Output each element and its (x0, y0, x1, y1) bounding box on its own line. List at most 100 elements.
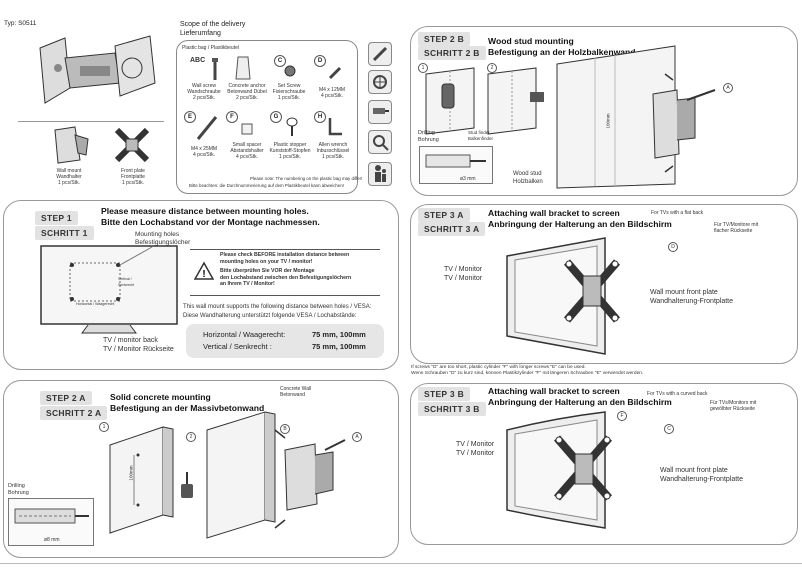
vesa-info: This wall mount supports the following d… (183, 304, 372, 319)
step-2a-title: Solid concrete mounting Befestigung an d… (110, 392, 265, 413)
bottom-rule (0, 563, 802, 564)
part-d-letter: D (314, 55, 326, 67)
concrete-wall-label: Concrete Wall Betonwand (280, 386, 312, 398)
step-3a-marker-d: D (668, 242, 678, 252)
step-2b-drill-detail (419, 146, 493, 184)
step-3a-tv-label: TV / Monitor TV / Monitor (444, 266, 483, 282)
step-2a-marker-1: 1 (99, 422, 109, 432)
bag-label: Plastic bag / Plastikbeutel (182, 45, 239, 51)
step-2b-title: Wood stud mounting Befestigung an der Ho… (488, 36, 636, 57)
mounting-holes-label: Mounting holes Befestigungslöcher (135, 231, 191, 246)
m4-12-screw-icon (328, 66, 342, 80)
step-2a-drill-detail (8, 498, 94, 546)
step-2b-tag: STEP 2 B (418, 32, 471, 46)
part-d-qty: 4 pcs/Stk. (321, 93, 343, 99)
part-e-letter: E (184, 111, 196, 123)
screws-note: If screws "D" are too short, plastic cyl… (411, 365, 644, 376)
stud-finder-drawing (425, 67, 475, 135)
part-c-de: Fixierschraube (272, 89, 306, 95)
set-screw-icon (284, 65, 296, 77)
screwdriver-tool-icon (368, 70, 392, 94)
curved-tv-drawing (506, 411, 613, 529)
vesa-vertical-label: Vertical / Senkrecht : (203, 342, 272, 351)
vesa-vertical-value: 75 mm, 100mm (312, 342, 366, 351)
step-3b-marker-c: C (664, 424, 674, 434)
concrete-wall-drawing-1 (109, 426, 174, 534)
wood-stud-drill-drawing (487, 67, 544, 135)
front-plate-de: Frontplatte (121, 174, 145, 180)
vertical-label: Vertical / Senkrecht (118, 277, 135, 287)
part-b-name: Concrete anchor (228, 83, 266, 89)
part-a-name: Wall screw (192, 83, 216, 89)
step-2b-marker-a: A (723, 83, 733, 93)
scope-note-2: Bitte beachten: die Durchnummerierung au… (189, 183, 344, 188)
drill-tool-icon (368, 100, 392, 124)
part-h-de: Inbusschlüssel (316, 148, 350, 154)
flat-tv-drawing (506, 237, 621, 355)
wood-stud-label: Wood stud Holzbalken (513, 171, 543, 185)
step-3b-note: For TVs with a curved back (647, 391, 708, 397)
part-d-name: M4 x 12MM (318, 87, 346, 93)
part-f-letter: F (226, 111, 238, 123)
small-spacer-icon (241, 123, 253, 135)
part-f-name: Small spacer (232, 142, 262, 148)
concrete-wall-drawing-2 (206, 411, 346, 539)
type-label: Typ: S0511 (4, 20, 37, 27)
part-g-de: Kunststoff-Stopfen (269, 148, 311, 154)
front-plate-icon (114, 127, 150, 163)
step-3a-tag: STEP 3 A (418, 208, 470, 222)
allen-wrench-icon (328, 118, 342, 136)
wall-mount-name: Wall mount (56, 168, 82, 174)
step-2a-drill-size: ø8 mm (44, 537, 60, 543)
step-2a-marker-2: 2 (186, 432, 196, 442)
part-f-qty: 4 pcs/Stk. (236, 154, 258, 160)
step-3b-tag-de: SCHRITT 3 B (418, 402, 486, 416)
step-1-tag: STEP 1 (35, 211, 78, 225)
wall-screw-icon (212, 58, 218, 80)
step-2b-marker-1: 1 (418, 63, 428, 73)
step-3a-tag-de: SCHRITT 3 A (418, 222, 486, 236)
warning-text: Please check BEFORE installation distanc… (220, 252, 352, 287)
part-b-de: Betonwand Dübel (227, 89, 267, 95)
wall-mount-qty: 1 pcs/Stk. (58, 180, 80, 186)
concrete-anchor-icon (235, 56, 251, 80)
step-2b-drill-size: ø3 mm (460, 176, 476, 182)
part-a-de: Wandschraube (187, 89, 221, 95)
step-2b-tag-de: SCHRITT 2 B (418, 46, 486, 60)
part-f-de: Abstandshalter (230, 148, 264, 154)
vesa-table (186, 324, 384, 358)
parts-box (176, 40, 358, 194)
step-3b-title: Attaching wall bracket to screen Anbring… (488, 386, 672, 407)
wood-stud-wall-drawing (556, 45, 716, 189)
step-2b-marker-2: 2 (487, 63, 497, 73)
step-2a-tag-de: SCHRITT 2 A (40, 406, 108, 420)
wall-bracket-icon (54, 126, 89, 164)
tv-back-drawing (40, 245, 178, 334)
step-3b-tv-label: TV / Monitor TV / Monitor (456, 441, 495, 457)
plastic-stopper-icon (286, 117, 298, 136)
step-3a-note: For TVs with a flat back (651, 210, 704, 216)
part-c-letter: C (274, 55, 286, 67)
step-3a-title: Attaching wall bracket to screen Anbring… (488, 208, 672, 229)
stud-finder-label: Stud finder Balkenfinder (468, 130, 494, 141)
step-2a-marker-b: B (280, 424, 290, 434)
part-h-letter: H (314, 111, 326, 123)
step-2b-drilling: Drilling Bohrung (418, 130, 439, 143)
part-e-qty: 4 pcs/Stk. (193, 152, 215, 158)
scope-title: Scope of the delivery Lieferumfang (180, 21, 246, 37)
wrench-tool-icon (368, 42, 392, 66)
part-e-name: M4 x 25MM (190, 146, 218, 152)
step-2a-drilling: Drilling Bohrung (8, 483, 29, 496)
step-2b-dim: 100mm (605, 113, 611, 129)
part-c-name: Set Screw (277, 83, 301, 89)
tv-back-label: TV / monitor back TV / Monitor Rückseite (103, 337, 174, 353)
step-3b-plate-label: Wall mount front plate Wandhalterung-Fro… (660, 467, 744, 483)
person-tool-icon (368, 162, 392, 186)
part-h-qty: 1 pcs/Stk. (322, 154, 344, 160)
part-g-qty: 1 pcs/Stk. (279, 154, 301, 160)
part-b-qty: 2 pcs/Stk. (236, 95, 258, 101)
part-a-letter: ABC (190, 57, 206, 64)
part-g-letter: G (270, 111, 282, 123)
part-g-name: Plastic stopper (273, 142, 307, 148)
warning-icon: ! (193, 261, 215, 280)
